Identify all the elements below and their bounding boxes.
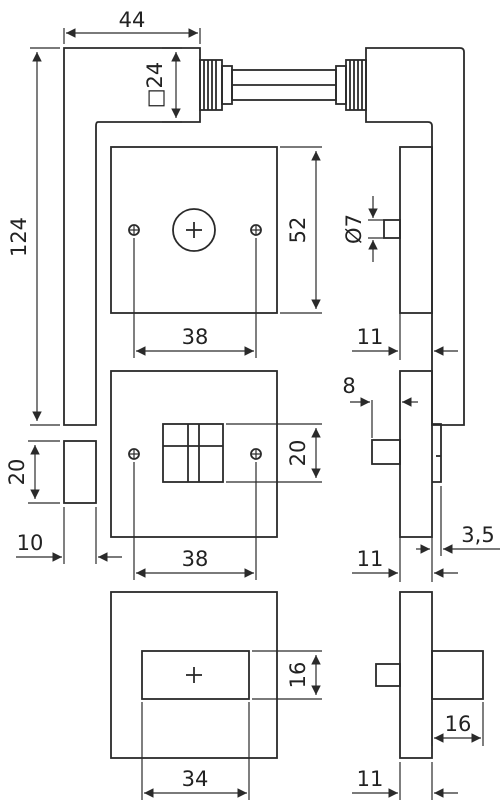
dim-screw-spacing-middle-label: 38 — [182, 547, 209, 571]
dim-rose-depth-top-label: 11 — [357, 325, 384, 349]
dim-rose-depth-top: 11 — [352, 313, 458, 360]
dim-rose-depth-bottom-label: 11 — [357, 767, 384, 791]
end-block — [63, 440, 97, 504]
dim-privacy-height-label: 20 — [286, 440, 310, 467]
dim-screw-spacing-top-label: 38 — [182, 325, 209, 349]
dim-escutcheon-height: 16 — [252, 650, 322, 700]
dim-end-block-height: 20 — [5, 440, 60, 504]
dim-handle-length-label: 44 — [119, 8, 146, 32]
dim-escutcheon-width-label: 34 — [182, 767, 209, 791]
dim-rose-depth-middle-label: 11 — [357, 547, 384, 571]
rose-front-middle — [110, 370, 278, 538]
dim-edge-offset: 3,5 — [416, 486, 500, 556]
dim-privacy-height: 20 — [226, 423, 322, 483]
dim-rose-depth-middle: 11 — [352, 537, 458, 582]
dim-screw-spacing-middle: 38 — [133, 462, 257, 580]
dim-escutcheon-height-label: 16 — [286, 662, 310, 689]
dim-screw-spacing-top: 38 — [133, 238, 257, 358]
dim-hole-diameter-label: Ø7 — [342, 214, 366, 244]
dim-side-block-width: 16 — [431, 702, 484, 746]
dim-spindle: □24 — [143, 47, 182, 123]
dim-end-block-width-label: 10 — [17, 531, 44, 555]
dim-handle-length: 44 — [63, 8, 201, 44]
rose-side-bottom — [375, 591, 484, 759]
dim-pin-projection-label: 8 — [342, 374, 355, 398]
dim-rose-depth-bottom: 11 — [352, 762, 458, 800]
dim-rose-height: 52 — [280, 146, 322, 314]
dim-spindle-label: □24 — [143, 62, 167, 109]
dim-rose-height-label: 52 — [286, 217, 310, 244]
rose-front-top — [110, 146, 278, 314]
dim-side-block-width-label: 16 — [445, 712, 472, 736]
dim-edge-offset-label: 3,5 — [461, 523, 494, 547]
dim-end-block-width: 10 — [16, 507, 122, 564]
dim-end-block-height-label: 20 — [5, 459, 29, 486]
dim-hole-diameter: Ø7 — [342, 196, 384, 262]
rose-front-bottom — [110, 591, 278, 759]
rose-side-top — [383, 146, 433, 314]
lever-handle — [63, 47, 465, 426]
dim-escutcheon-width: 34 — [141, 702, 250, 800]
dim-handle-height: 124 — [7, 47, 60, 426]
rose-side-middle — [371, 370, 442, 538]
dim-handle-height-label: 124 — [7, 217, 31, 257]
dim-pin-projection: 8 — [342, 374, 418, 438]
